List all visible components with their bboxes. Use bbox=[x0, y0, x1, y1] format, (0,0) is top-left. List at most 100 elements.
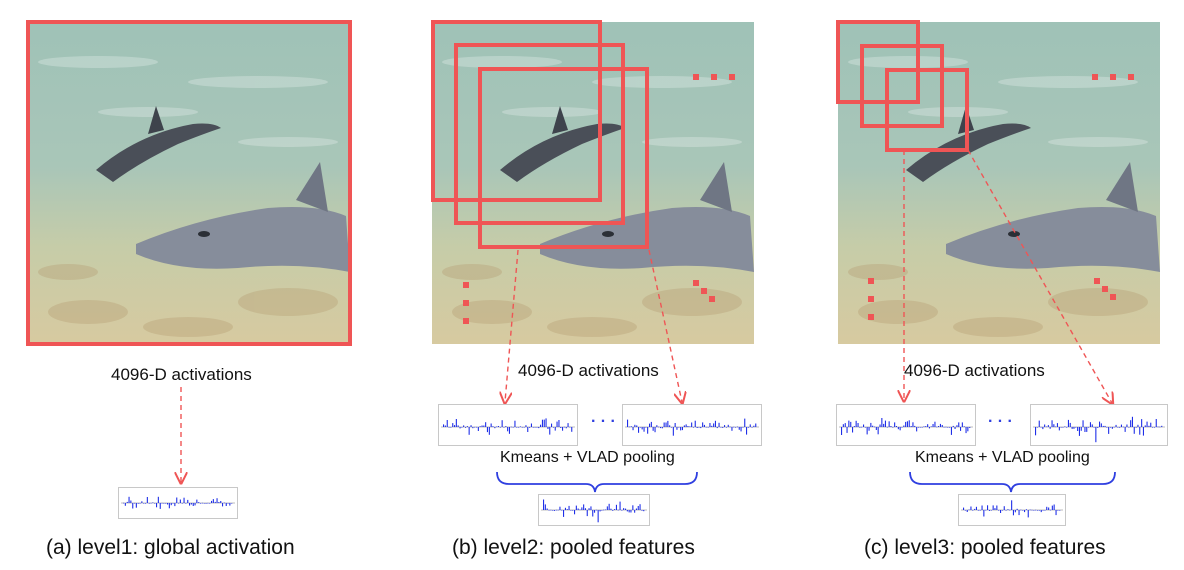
activation-bar bbox=[181, 503, 183, 504]
activation-bar bbox=[676, 427, 678, 430]
activation-bar bbox=[729, 426, 731, 428]
activation-bar bbox=[670, 427, 672, 428]
activation-bar bbox=[687, 426, 689, 427]
activation-bar bbox=[966, 510, 968, 512]
activation-bar bbox=[505, 426, 507, 427]
activation-bar bbox=[444, 425, 446, 427]
activation-bar bbox=[510, 426, 512, 428]
activation-bar bbox=[536, 427, 538, 428]
activation-bar bbox=[884, 420, 886, 427]
activation-bar bbox=[649, 423, 651, 427]
activation-bar bbox=[565, 427, 567, 429]
activation-bar bbox=[883, 423, 885, 427]
activation-bar bbox=[744, 418, 746, 427]
activation-bar bbox=[1062, 427, 1064, 428]
activation-bar bbox=[459, 427, 461, 429]
activation-bar bbox=[1084, 427, 1086, 432]
activation-bar bbox=[1119, 427, 1121, 428]
activation-bar bbox=[1067, 419, 1069, 427]
activation-bar bbox=[601, 510, 603, 511]
pooled-vector-b bbox=[538, 494, 650, 526]
activation-bar bbox=[1044, 424, 1046, 427]
activation-bar bbox=[963, 507, 965, 510]
activation-bar bbox=[123, 502, 125, 504]
activation-bar bbox=[923, 426, 925, 427]
activation-bar bbox=[1161, 425, 1163, 427]
activation-bar bbox=[901, 427, 903, 428]
activation-bar bbox=[914, 425, 916, 427]
activation-bar bbox=[917, 427, 919, 428]
activation-bar bbox=[988, 510, 990, 511]
activation-bar bbox=[985, 509, 987, 511]
activation-bar bbox=[205, 503, 207, 504]
activation-bar bbox=[200, 503, 202, 504]
activation-bar bbox=[508, 427, 510, 434]
activation-bar bbox=[525, 425, 527, 427]
activation-bar bbox=[974, 508, 976, 510]
activation-bar bbox=[564, 507, 566, 510]
activation-bar bbox=[610, 508, 612, 510]
activation-bar bbox=[1091, 424, 1093, 427]
activation-bar bbox=[538, 427, 540, 429]
activation-bar bbox=[639, 427, 641, 428]
activation-bar bbox=[227, 503, 229, 504]
activation-bar bbox=[943, 426, 945, 428]
activation-bar bbox=[950, 427, 952, 435]
activation-bar bbox=[1075, 427, 1077, 428]
activation-bar bbox=[639, 504, 641, 510]
activation-bar bbox=[660, 427, 662, 429]
activation-bar bbox=[154, 503, 156, 504]
activation-bar bbox=[930, 426, 932, 427]
activation-bar bbox=[214, 501, 216, 503]
activation-bar bbox=[1022, 510, 1024, 511]
activation-bar bbox=[492, 426, 494, 427]
activation-bar bbox=[638, 427, 640, 433]
activation-bar bbox=[159, 503, 161, 509]
activation-bar bbox=[130, 500, 132, 503]
activation-bar bbox=[626, 510, 628, 512]
activation-bar bbox=[967, 427, 969, 432]
activation-bar bbox=[521, 427, 523, 428]
activation-bar bbox=[146, 497, 148, 503]
activation-bar bbox=[468, 427, 470, 435]
activation-bar bbox=[1117, 427, 1119, 428]
activation-bar bbox=[474, 426, 476, 428]
activation-bar bbox=[615, 504, 617, 510]
activation-bar bbox=[575, 505, 577, 510]
caption-c: (c) level3: pooled features bbox=[864, 536, 1106, 559]
activation-bar bbox=[604, 509, 606, 511]
activation-bar bbox=[1139, 427, 1141, 435]
activation-bar bbox=[488, 427, 490, 435]
activation-bar bbox=[751, 427, 753, 428]
activation-bar bbox=[490, 423, 492, 427]
activation-bar bbox=[225, 503, 227, 506]
activation-bar bbox=[755, 423, 757, 427]
activation-bar bbox=[647, 427, 649, 434]
activation-bar bbox=[608, 503, 610, 510]
activation-bar bbox=[850, 421, 852, 427]
activation-bar bbox=[481, 425, 483, 427]
activation-bar bbox=[1135, 427, 1137, 428]
activation-bar bbox=[1040, 510, 1042, 513]
activation-bar bbox=[540, 424, 542, 427]
activation-bar bbox=[132, 503, 134, 509]
activation-bar bbox=[925, 426, 927, 427]
activation-bar bbox=[899, 427, 901, 431]
activation-bar bbox=[152, 502, 154, 503]
activation-bar bbox=[637, 506, 639, 510]
activation-bar bbox=[861, 426, 863, 428]
activation-bar bbox=[970, 506, 972, 510]
activation-bar bbox=[724, 425, 726, 427]
activation-bar bbox=[1152, 427, 1154, 428]
activation-bar bbox=[1082, 420, 1084, 427]
activation-bar bbox=[1102, 425, 1104, 427]
activation-bar bbox=[740, 427, 742, 432]
activation-bar bbox=[1069, 422, 1071, 427]
activation-bar bbox=[560, 427, 562, 428]
activation-bar bbox=[665, 422, 667, 427]
activation-bar bbox=[1029, 509, 1031, 511]
activation-bar bbox=[550, 509, 552, 511]
activation-bar bbox=[557, 509, 559, 511]
activation-bar bbox=[187, 499, 189, 503]
activation-bar bbox=[588, 508, 590, 510]
